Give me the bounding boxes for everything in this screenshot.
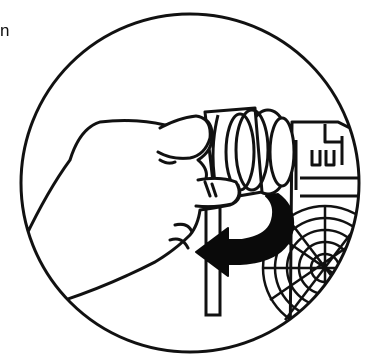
scene-group: [25, 108, 372, 357]
